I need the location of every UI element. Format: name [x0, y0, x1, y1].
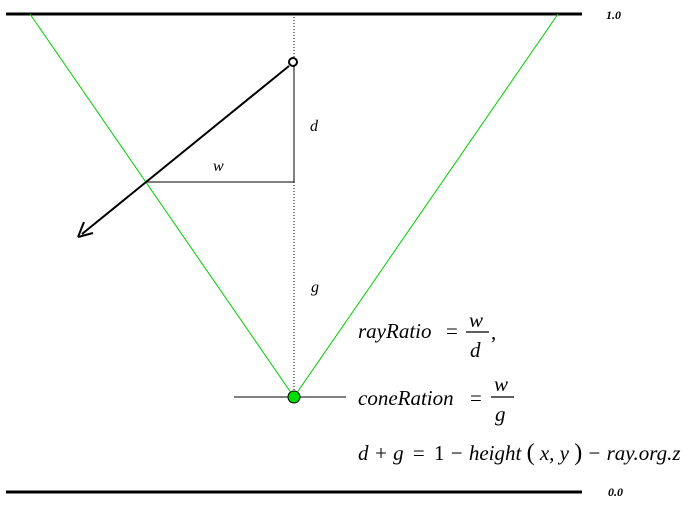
sum-minus-2: −	[589, 441, 601, 465]
cone-ratio-numerator: w	[494, 372, 508, 396]
sum-one: 1	[434, 441, 445, 465]
cone-left-edge	[29, 13, 295, 398]
sum-lhs: d + g	[358, 441, 404, 465]
label-d: d	[310, 118, 319, 135]
sum-args: x, y	[539, 441, 570, 465]
bottom-level-label: 0.0	[608, 485, 623, 499]
label-w: w	[213, 158, 224, 175]
cone-ratio-denominator: g	[495, 402, 506, 426]
sum-equals: =	[413, 441, 425, 465]
label-g: g	[311, 279, 319, 296]
ray-origin-marker	[288, 57, 298, 67]
sum-ray-z: ray.org.z	[607, 441, 681, 465]
ray-ratio-denominator: d	[470, 338, 481, 362]
sum-formula: d + g = 1 − height ( x, y ) − ray.org.z	[358, 440, 681, 466]
sum-args-open: (	[527, 440, 535, 466]
ray-arrowhead	[77, 221, 94, 238]
cone-right-edge	[293, 13, 559, 398]
sum-args-close: )	[574, 440, 582, 466]
sum-height-fn: height	[469, 441, 523, 465]
sum-minus-1: −	[451, 441, 463, 465]
cone-ratio-equals: =	[470, 386, 482, 410]
cone-apex-point	[287, 390, 301, 404]
ray-line	[81, 65, 290, 235]
top-level-label: 1.0	[606, 8, 621, 22]
ray-ratio-equals: =	[446, 319, 458, 343]
cone-ratio-lhs: coneRation	[358, 386, 454, 410]
ray-ratio-numerator: w	[469, 308, 483, 332]
ray-ratio-lhs: rayRatio	[358, 319, 432, 343]
ray-ratio-comma: ,	[491, 320, 496, 344]
